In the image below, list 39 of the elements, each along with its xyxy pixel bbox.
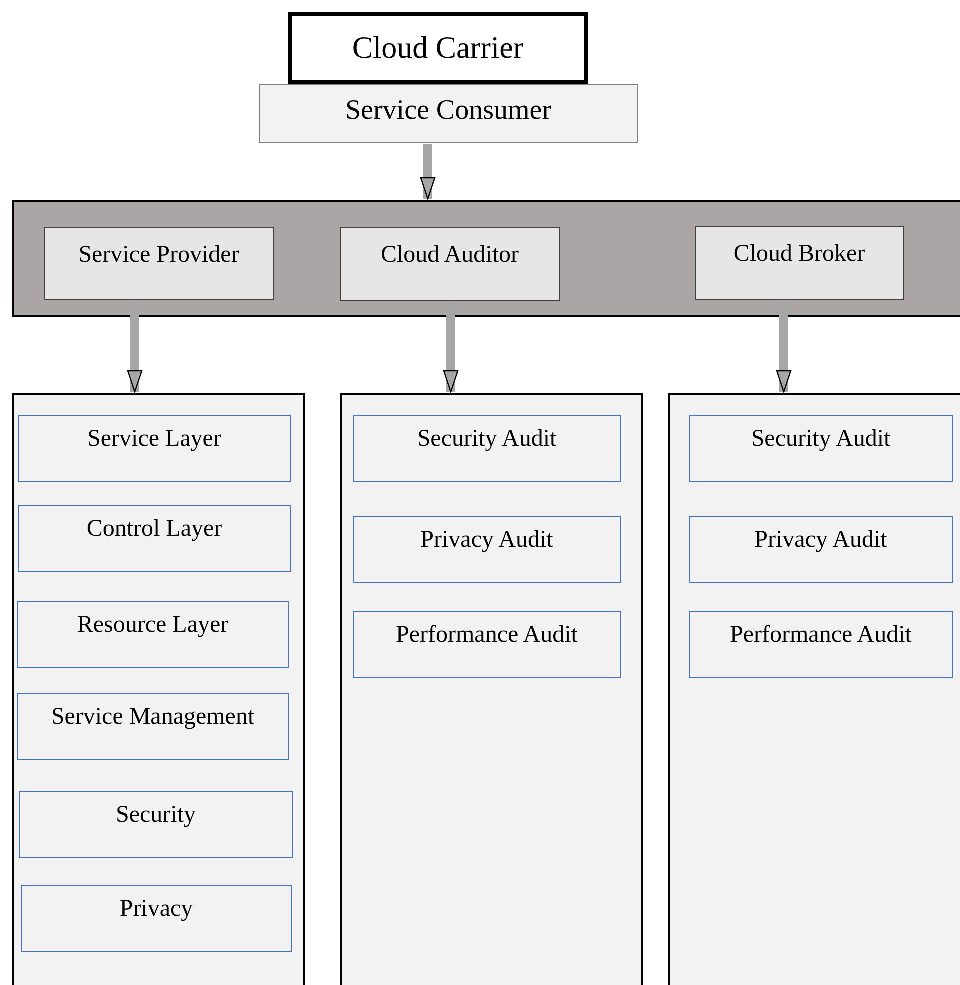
box-label: Service Layer bbox=[86, 426, 222, 453]
box-label: Service Management bbox=[50, 704, 256, 731]
block-arrow bbox=[420, 144, 436, 200]
component-box bbox=[353, 415, 621, 482]
column-panel bbox=[340, 393, 643, 985]
component-box bbox=[19, 791, 293, 858]
component-box bbox=[353, 516, 621, 583]
box-label: Privacy bbox=[118, 896, 194, 923]
box-label: Security bbox=[115, 802, 197, 829]
box-label: Privacy Audit bbox=[754, 527, 888, 554]
component-box bbox=[18, 415, 291, 482]
consumer-box bbox=[259, 84, 638, 143]
box-label: Service Consumer bbox=[344, 95, 553, 127]
box-label: Control Layer bbox=[86, 516, 224, 543]
actor-box bbox=[44, 227, 274, 300]
carrier-box bbox=[288, 12, 588, 84]
component-box bbox=[353, 611, 621, 678]
box-label: Service Provider bbox=[78, 242, 240, 269]
component-box bbox=[17, 601, 289, 668]
component-box bbox=[689, 415, 953, 482]
box-label: Resource Layer bbox=[76, 612, 230, 639]
box-label: Security Audit bbox=[416, 426, 558, 453]
actor-band bbox=[12, 200, 960, 317]
component-box bbox=[689, 611, 953, 678]
box-label: Cloud Broker bbox=[732, 241, 866, 268]
box-label: Cloud Carrier bbox=[351, 30, 525, 66]
actor-box bbox=[695, 226, 904, 300]
component-box bbox=[21, 885, 292, 952]
component-box bbox=[17, 693, 289, 760]
box-label: Security Audit bbox=[750, 426, 892, 453]
column-panel bbox=[668, 393, 960, 985]
component-box bbox=[689, 516, 953, 583]
box-label: Cloud Auditor bbox=[380, 242, 520, 269]
actor-box bbox=[340, 227, 560, 301]
component-box bbox=[18, 505, 291, 572]
box-label: Performance Audit bbox=[729, 622, 913, 649]
box-label: Privacy Audit bbox=[420, 527, 554, 554]
column-panel bbox=[12, 393, 305, 985]
box-label: Performance Audit bbox=[395, 622, 579, 649]
